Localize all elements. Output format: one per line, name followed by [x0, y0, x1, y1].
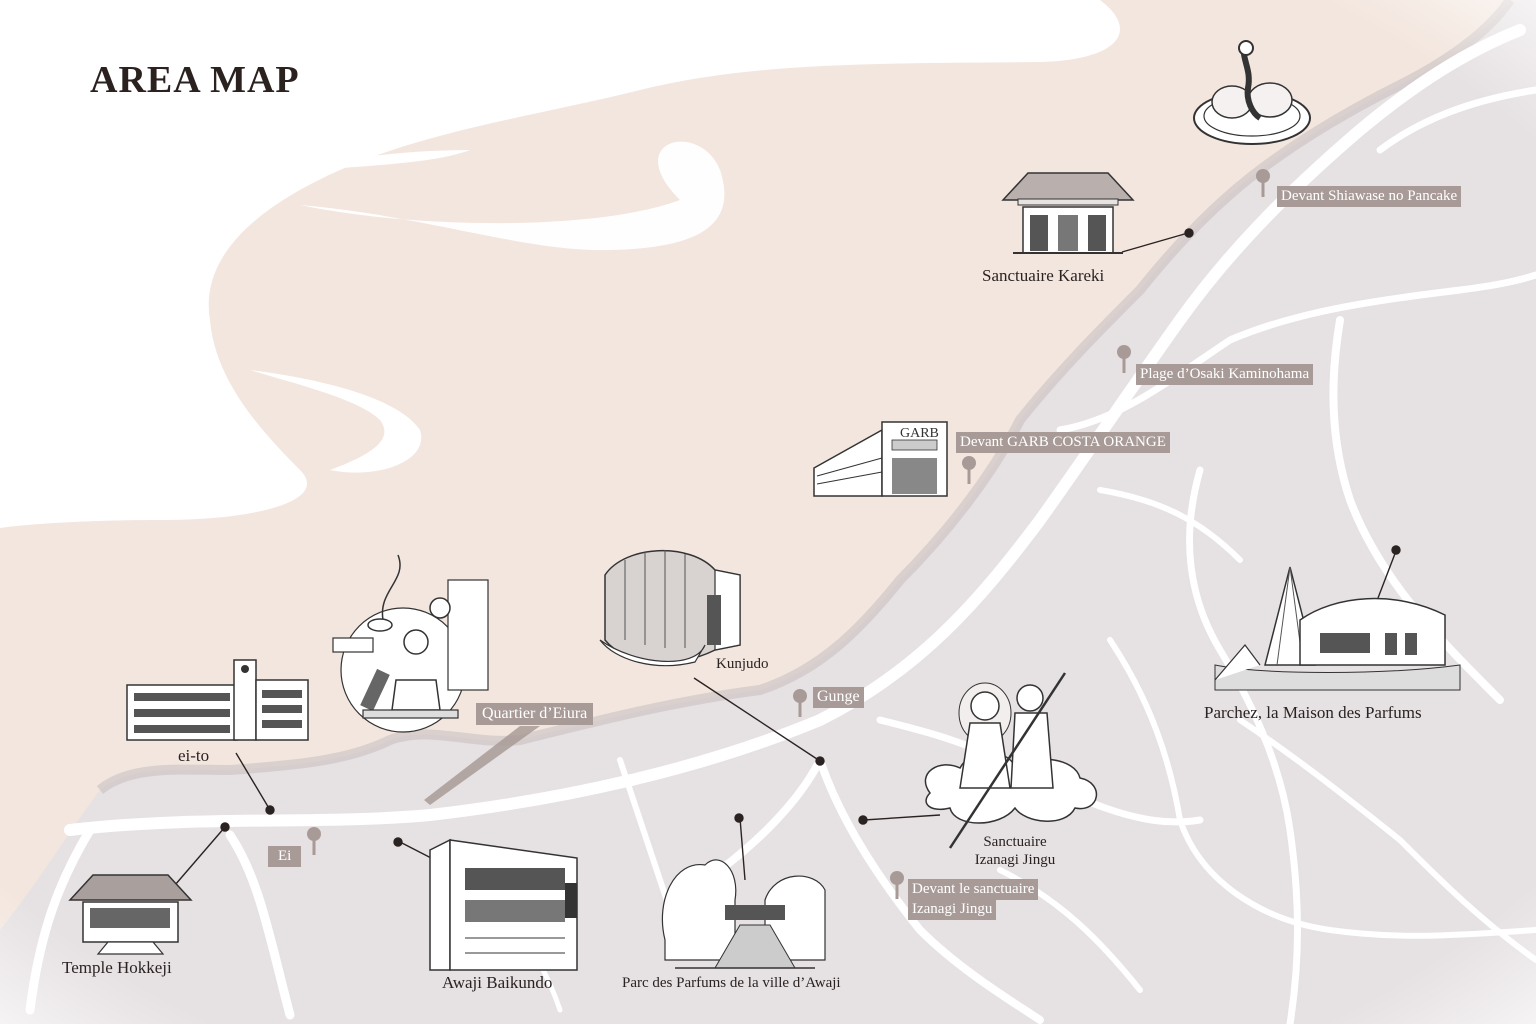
- stop-devant-izanagi-line2: Izanagi Jingu: [908, 899, 997, 920]
- bus-stop-pin-icon: [1117, 345, 1131, 373]
- eiura-pointer: [424, 726, 540, 805]
- stop-devant-izanagi-line1: Devant le sanctuaire: [908, 879, 1039, 900]
- shrine-icon: [1001, 172, 1135, 254]
- pancake-icon: [1193, 40, 1311, 145]
- bus-stop-pin-icon: [1256, 169, 1270, 197]
- deities-icon: [924, 672, 1097, 849]
- incense-icon: [332, 554, 489, 733]
- park-icon: [661, 859, 826, 969]
- stop-devant-shiawase: Devant Shiawase no Pancake: [1277, 186, 1462, 207]
- temple-icon: [68, 874, 193, 955]
- museum-building-icon: [1214, 566, 1461, 691]
- leader-lines: [174, 228, 1401, 886]
- label-sanctuaire-izanagi: Sanctuaire Izanagi Jingu: [945, 833, 1085, 869]
- stop-devant-garb: Devant GARB COSTA ORANGE: [956, 432, 1170, 453]
- school-building-icon: [126, 659, 309, 741]
- label-parc-des-parfums: Parc des Parfums de la ville d’Awaji: [622, 975, 841, 991]
- bus-stop-pin-icon: [890, 871, 904, 899]
- building-icon: GARB: [813, 421, 948, 497]
- office-building-icon: [429, 838, 578, 971]
- label-quartier-eiura: Quartier d’Eiura: [476, 703, 594, 725]
- map-title: AREA MAP: [90, 59, 300, 101]
- label-temple-hokkeji: Temple Hokkeji: [62, 958, 172, 977]
- bus-stop-pin-icon: [793, 689, 807, 717]
- stop-gunge: Gunge: [813, 687, 864, 708]
- label-kunjudo: Kunjudo: [716, 656, 769, 672]
- label-awaji-baikundo: Awaji Baikundo: [442, 973, 553, 992]
- label-sanctuaire-kareki: Sanctuaire Kareki: [982, 266, 1105, 285]
- museum-icon: [599, 550, 741, 667]
- label-parchez: Parchez, la Maison des Parfums: [1204, 703, 1422, 722]
- bus-stop-pin-icon: [962, 456, 976, 484]
- stop-ei: Ei: [268, 846, 302, 867]
- label-sanctuaire-izanagi-line1: Sanctuaire: [983, 834, 1047, 850]
- garb-sign: GARB: [900, 426, 939, 441]
- label-ei-to: ei-to: [178, 746, 210, 765]
- bus-stop-pin-icon: [307, 827, 321, 855]
- label-sanctuaire-izanagi-line2: Izanagi Jingu: [974, 852, 1056, 868]
- stop-plage-osaki: Plage d’Osaki Kaminohama: [1136, 364, 1314, 385]
